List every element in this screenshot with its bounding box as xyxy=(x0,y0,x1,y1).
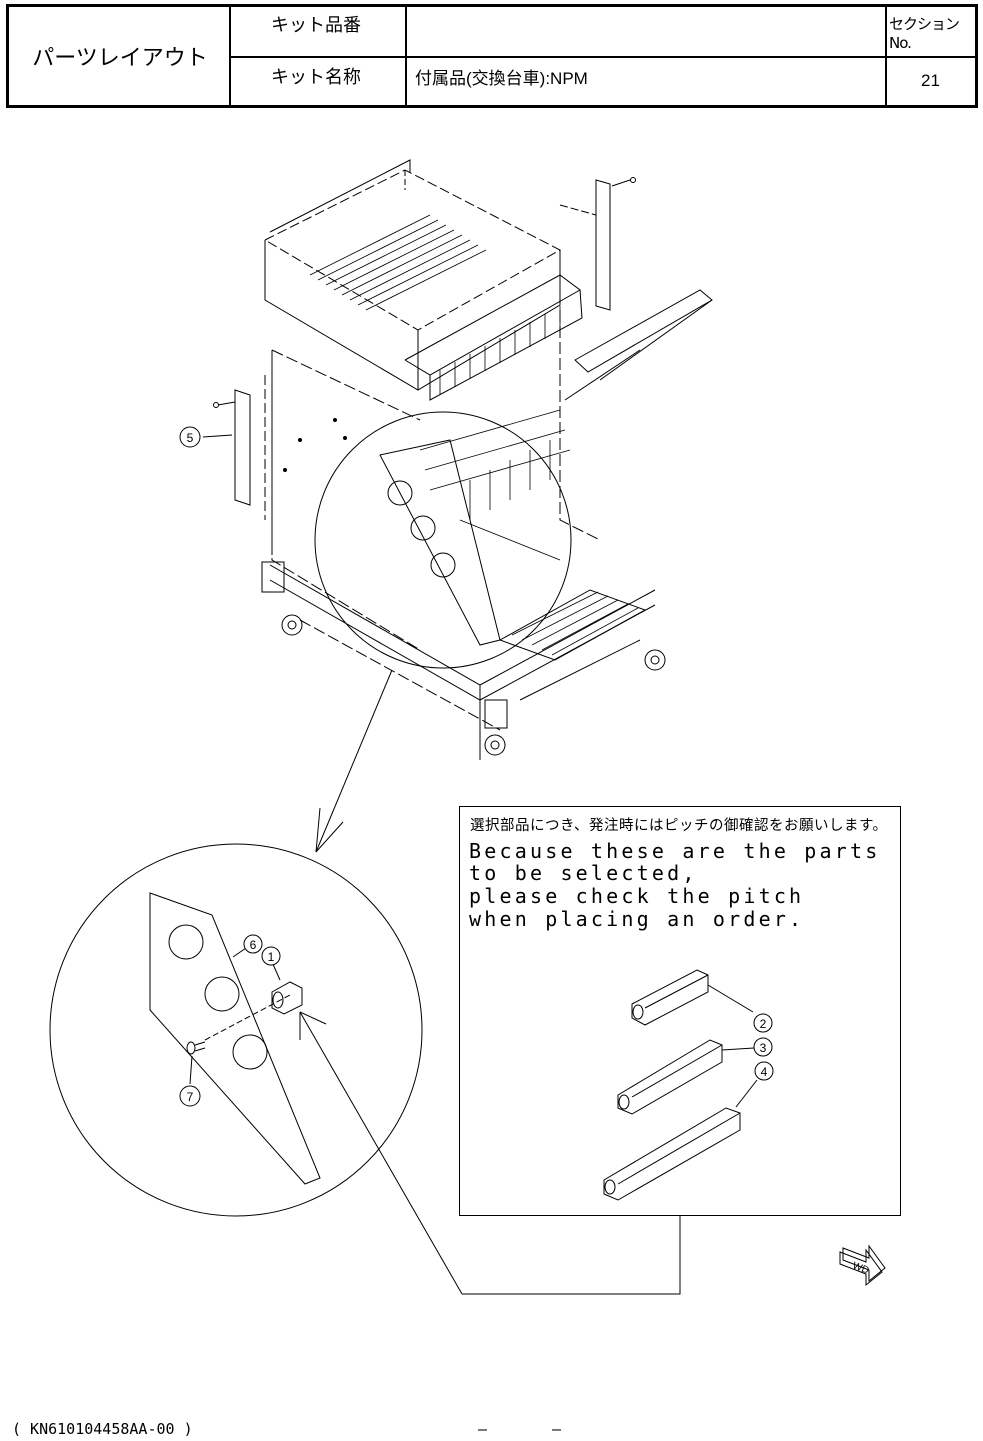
page-number-left: – xyxy=(478,1420,487,1438)
note-japanese: 選択部品につき、発注時にはピッチの御確認をお願いします。 xyxy=(470,814,888,835)
callout-6-label: 6 xyxy=(250,938,257,952)
note-english-line-3: please check the pitch xyxy=(469,885,804,907)
note-english-line-1: Because these are the parts xyxy=(469,840,881,862)
callout-5-label: 5 xyxy=(187,431,194,445)
screw-part-7 xyxy=(187,1042,205,1054)
cart-frame xyxy=(262,160,712,760)
spacer-part-1 xyxy=(272,982,302,1014)
note-english-line-4: when placing an order. xyxy=(469,908,804,930)
plate-part-6 xyxy=(150,893,320,1184)
bracket-part-5 xyxy=(214,375,266,520)
document-code: ( KN610104458AA-00 ) xyxy=(12,1420,193,1438)
page-number-right: – xyxy=(552,1420,561,1438)
note-english-line-2: to be selected, xyxy=(469,862,698,884)
detail-circle-small xyxy=(315,412,571,668)
callout-7-label: 7 xyxy=(187,1090,194,1104)
bracket-top-right xyxy=(560,178,636,311)
detail-circle-large xyxy=(50,844,422,1216)
forward-direction-icon: WD xyxy=(840,1246,885,1285)
callout-1-label: 1 xyxy=(268,950,275,964)
